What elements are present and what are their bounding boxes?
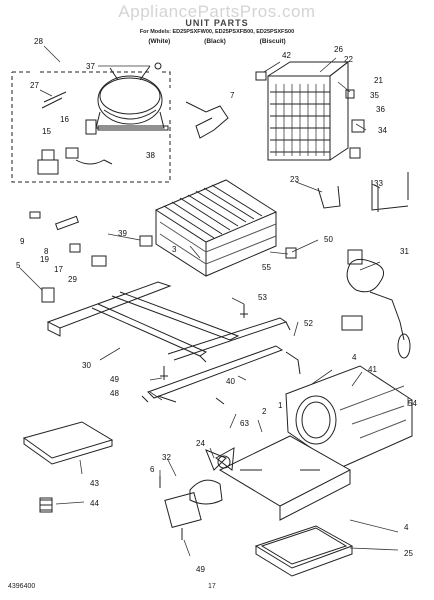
color-variants: (White) (Black) (Biscuit) [0,38,434,45]
callout-label: 15 [42,127,51,136]
callout-label: 23 [290,175,299,184]
callout-label: 19 [40,255,49,264]
mounting-plate-icon [22,421,114,513]
callout-label: 24 [196,439,205,448]
callout-label: 37 [86,62,95,71]
callout-label: 44 [90,499,99,508]
callout-label: 55 [262,263,271,272]
variant-biscuit: (Biscuit) [259,38,286,45]
leader-lines [19,45,409,557]
callout-label: 16 [60,115,69,124]
wire-harness-icon [341,249,411,359]
callout-label: 7 [230,91,235,100]
compressor-icon [95,62,169,131]
callout-label: 34 [378,126,387,135]
variant-white: (White) [148,38,171,45]
callout-label: 43 [90,479,99,488]
callout-label: 1 [278,401,283,410]
callout-label: 38 [146,151,155,160]
callout-label: 48 [110,389,119,398]
condenser-fan-icon [164,447,235,529]
callout-label: 29 [68,275,77,284]
callout-label: 4 [404,523,409,532]
callout-label: 49 [196,565,205,574]
callout-label: 17 [54,265,63,274]
callout-label: 2 [262,407,267,416]
callout-label: 31 [400,247,409,256]
callout-label: 36 [376,105,385,114]
evaporator-coil-icon [139,179,278,277]
callout-label: 41 [368,365,377,374]
callout-label: 35 [370,91,379,100]
callout-label: 5 [16,261,21,270]
page-number: 17 [208,583,216,590]
callout-label: 54 [408,399,417,408]
callout-label: 63 [240,419,249,428]
callout-label: 8 [44,247,49,256]
condenser-coil-icon [255,60,350,161]
callout-label: 6 [150,465,155,474]
callout-label: 27 [30,81,39,90]
start-relay-icon [37,91,113,175]
callout-labels: 28 37 27 16 15 38 7 26 22 42 21 35 36 34… [16,37,417,574]
callout-label: 30 [82,361,91,370]
base-frame-icon [46,281,291,363]
variant-black: (Black) [204,38,226,45]
callout-label: 32 [162,453,171,462]
callout-label: 22 [344,55,353,64]
callout-label: 52 [304,319,313,328]
compressor-group-box [11,71,171,183]
callout-label: 9 [20,237,25,246]
callout-label: 49 [110,375,119,384]
fan-shroud-icon [218,365,413,521]
document-number: 4396400 [8,583,36,590]
callout-label: 21 [374,76,383,85]
callout-label: 33 [374,179,383,188]
callout-label: 53 [258,293,267,302]
drain-pan-icon [254,525,354,577]
loose-parts-icon [29,211,297,303]
diagram-title: UNIT PARTS [185,18,249,28]
screws-icon [141,304,301,540]
callout-label: 25 [404,549,413,558]
callout-label: 42 [282,51,291,60]
sensor-parts-icon [317,89,409,212]
support-rail-icon [147,345,284,399]
callout-label: 26 [334,45,343,54]
watermark: AppliancePartsPros.com [118,2,316,21]
callout-label: 40 [226,377,235,386]
callout-label: 3 [172,245,177,254]
callout-label: 28 [34,37,43,46]
model-numbers: For Models: ED25PSXFW00, ED25PSXFB00, ED… [139,29,295,35]
callout-label: 4 [352,353,357,362]
discharge-tube-icon [185,101,229,139]
callout-label: 50 [324,235,333,244]
callout-label: 39 [118,229,127,238]
